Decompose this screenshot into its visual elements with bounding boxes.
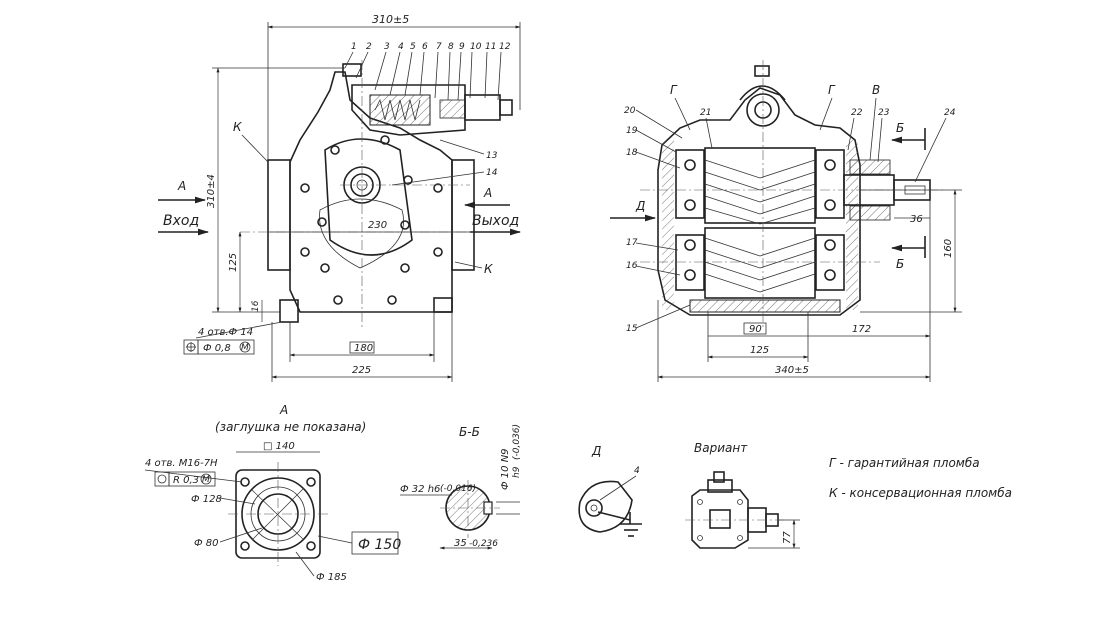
drain-boss: [578, 480, 633, 533]
label-a-left: А: [177, 179, 186, 193]
dim-16: 16: [251, 300, 261, 312]
dim-77: 77: [782, 531, 793, 544]
callout-6: 6: [422, 42, 428, 52]
front-callouts: 1 2 3 4 5 6 7 8 9 10 11 12 13 1: [344, 42, 511, 186]
front-view: 310±5 310±4 125 16: [158, 13, 522, 382]
right-foot: [433, 297, 453, 313]
label-d: Д: [635, 199, 645, 213]
callout-3: 3: [384, 42, 390, 52]
threads-note: 4 отв. М16-7Н: [145, 458, 218, 469]
callout-1: 1: [351, 42, 357, 52]
left-foot: [279, 299, 299, 323]
dim-overall-width: 310±5: [372, 13, 409, 26]
callout-23: 23: [878, 108, 890, 118]
legend-k-seal: К - консервационная пломба: [829, 486, 1012, 500]
label-outlet: Выход: [472, 213, 519, 229]
key-width: Ф 10 N9: [500, 448, 511, 490]
callout-11: 11: [485, 42, 496, 52]
callout-12: 12: [499, 42, 511, 52]
tolerance-r: R 0,3: [173, 475, 199, 486]
view-a-subtitle: (заглушка не показана): [215, 420, 366, 434]
label-b-bottom: Б: [896, 257, 904, 271]
dim-160: 160: [943, 239, 954, 258]
callout-2: 2: [366, 42, 372, 52]
view-a-title: А: [279, 403, 288, 417]
dim-185: Ф 185: [316, 572, 347, 583]
label-a-right: А: [483, 186, 492, 200]
dim-overall-height: 310±4: [206, 174, 217, 208]
label-g-right: Г: [828, 83, 836, 97]
dim-35-tol: -0,236: [469, 539, 498, 549]
dim-36: 36: [910, 214, 923, 225]
callout-24: 24: [944, 108, 956, 118]
dim-125-bottom: 125: [750, 345, 769, 356]
section-view: Г Г В Б Б Д 36 160 90 172 125: [610, 60, 962, 382]
view-d-callout: 4: [634, 466, 640, 476]
dim-230: 230: [368, 220, 387, 231]
callout-5: 5: [410, 42, 416, 52]
view-d: Д 4: [578, 444, 642, 537]
callout-19: 19: [626, 126, 638, 136]
callout-16: 16: [626, 261, 638, 271]
section-callouts: 15 16 17 18 19 20 21 22 23 24: [624, 106, 956, 334]
callout-21: 21: [700, 108, 711, 118]
dim-140: □ 140: [263, 441, 295, 452]
dim-128: Ф 128: [191, 494, 222, 505]
callout-17: 17: [626, 238, 638, 248]
callout-20: 20: [624, 106, 636, 116]
label-v: В: [872, 83, 880, 97]
callout-13: 13: [486, 151, 498, 161]
dim-340: 340±5: [775, 365, 809, 376]
lifting-eye: [739, 85, 786, 101]
key-width-tol: (-0,036): [512, 424, 522, 460]
dim-80: Ф 80: [194, 538, 219, 549]
callout-7: 7: [436, 42, 442, 52]
section-bb-title: Б-Б: [459, 425, 480, 439]
legend-g-seal: Г - гарантийная пломба: [829, 456, 980, 470]
callout-4: 4: [398, 42, 404, 52]
bearings: [675, 149, 845, 291]
label-inlet: Вход: [163, 213, 199, 229]
callout-9: 9: [459, 42, 465, 52]
dim-172: 172: [852, 324, 871, 335]
top-plug: [342, 63, 362, 77]
shaft-dia-tol: (-0,016): [440, 484, 476, 494]
relief-valve: [351, 84, 513, 136]
dim-225: 225: [352, 365, 371, 376]
callout-22: 22: [851, 108, 863, 118]
dim-35: 35: [454, 538, 467, 549]
callout-18: 18: [626, 148, 638, 158]
section-bb: Б-Б Ф 32 h6 (-0,016) Ф 10 N9 h9 (-0,036)…: [400, 424, 522, 550]
label-g-left: Г: [670, 83, 678, 97]
shaft-dia: Ф 32 h6: [400, 484, 440, 495]
callout-14: 14: [486, 168, 498, 178]
callout-8: 8: [448, 42, 454, 52]
view-a: А (заглушка не показана) □ 140 4 отв. М1…: [144, 403, 401, 583]
variant-view: Вариант 77: [685, 441, 800, 549]
label-k-top: К: [233, 120, 242, 134]
dim-125-vertical: 125: [228, 253, 239, 272]
tolerance-value: Ф 0,8: [203, 343, 231, 354]
tolerance-r-mod: M: [202, 475, 210, 485]
inlet-flange: [267, 159, 291, 271]
outlet-flange: [451, 159, 475, 271]
dim-150: Ф 150: [358, 537, 401, 553]
key-h9: h9: [512, 466, 522, 478]
tolerance-mod: M: [241, 343, 249, 353]
dim-180: 180: [354, 343, 373, 354]
dim-90: 90: [749, 324, 762, 335]
label-b-top: Б: [896, 121, 904, 135]
cover-plate: [324, 138, 413, 256]
legend: Г - гарантийная пломба К - консервационн…: [829, 456, 1012, 500]
variant-title: Вариант: [694, 441, 748, 455]
callout-10: 10: [470, 42, 482, 52]
view-d-title: Д: [591, 444, 601, 458]
cover-bolts: [300, 135, 443, 305]
label-k-bottom: К: [484, 262, 493, 276]
callout-15: 15: [626, 324, 638, 334]
herringbone-gears: [704, 147, 816, 299]
